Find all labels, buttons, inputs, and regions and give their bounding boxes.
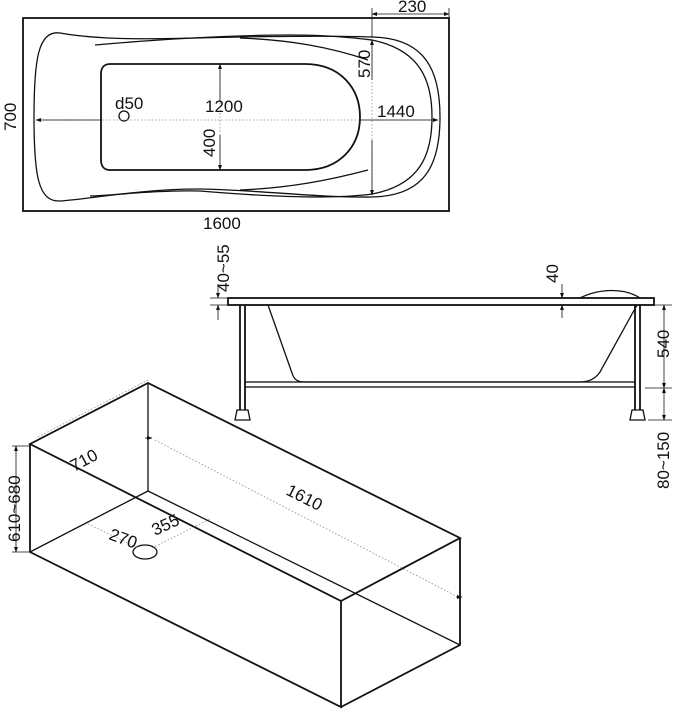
top-basin bbox=[100, 63, 361, 171]
top-rim-curve bbox=[239, 37, 369, 61]
top-inner-contour bbox=[33, 32, 441, 202]
box-view: 710 1610 610~680 270 355 bbox=[5, 379, 463, 709]
top-inner-contour-2 bbox=[89, 34, 433, 198]
top-view: 230 d50 1200 400 570 1440 700 1600 bbox=[1, 0, 450, 233]
label-80~150: 80~150 bbox=[654, 432, 673, 489]
label-570: 570 bbox=[355, 50, 374, 78]
box-drain-hole bbox=[132, 544, 158, 560]
drain-hole bbox=[118, 110, 130, 122]
side-view: 40~55 40 540 80~150 bbox=[210, 244, 673, 489]
box-top-face bbox=[28, 381, 462, 603]
label-1600: 1600 bbox=[203, 214, 241, 233]
top-rim-curve-2 bbox=[239, 169, 369, 191]
label-40~55: 40~55 bbox=[214, 244, 233, 292]
top-outer-rim bbox=[22, 17, 450, 212]
side-rim bbox=[227, 297, 655, 306]
label-1200: 1200 bbox=[205, 97, 243, 116]
label-700: 700 bbox=[1, 103, 20, 131]
label-540: 540 bbox=[654, 330, 673, 358]
label-710: 710 bbox=[67, 445, 101, 475]
label-1440: 1440 bbox=[377, 102, 415, 121]
box-left-face bbox=[29, 444, 342, 709]
label-230: 230 bbox=[398, 0, 426, 16]
label-400: 400 bbox=[200, 129, 219, 157]
label-d50: d50 bbox=[115, 94, 143, 113]
label-40: 40 bbox=[543, 264, 562, 283]
label-610~680: 610~680 bbox=[5, 475, 24, 542]
box-right-face bbox=[340, 538, 461, 708]
side-tub-body bbox=[267, 304, 638, 383]
